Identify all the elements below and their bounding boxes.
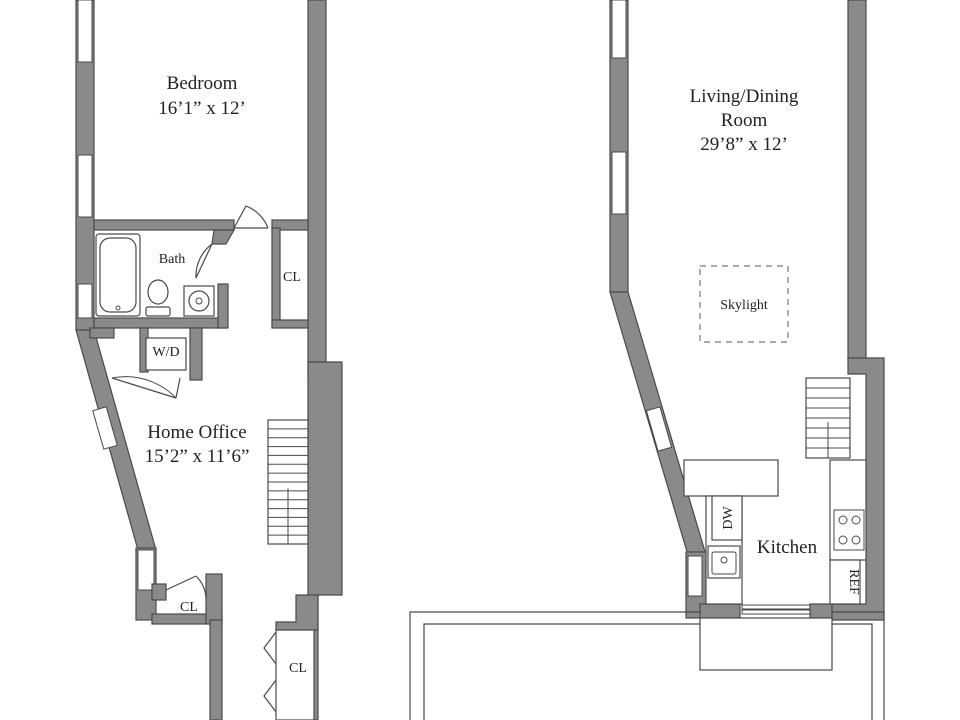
kitchen-sink bbox=[707, 545, 741, 579]
left-unit bbox=[75, 0, 343, 720]
terrace-step bbox=[699, 617, 833, 671]
left-stairs bbox=[267, 419, 309, 545]
living-dining-name-1: Living/Dining bbox=[690, 86, 799, 107]
lower-left-closet-right-wall bbox=[205, 573, 223, 625]
bedroom-door-swing bbox=[233, 205, 269, 229]
right-closet-left-wall bbox=[271, 227, 281, 327]
lower-left-closet-top-wall bbox=[151, 583, 167, 601]
wd-door-swing bbox=[111, 377, 181, 399]
bedroom-window-1 bbox=[77, 0, 93, 63]
bath-name: Bath bbox=[159, 252, 185, 267]
bath-door-jamb bbox=[211, 229, 236, 245]
office-window-lower bbox=[137, 549, 155, 591]
lower-right-closet-bifold-doors bbox=[263, 631, 277, 713]
right-stairs bbox=[805, 377, 851, 459]
stove-burner-1-icon bbox=[838, 515, 848, 525]
kitchen-bottom-wall bbox=[699, 603, 741, 619]
wd-right-wall bbox=[189, 327, 203, 381]
sliding-door-track-2 bbox=[741, 609, 811, 615]
dishwasher-name: DW bbox=[721, 506, 736, 530]
bedroom-window-2 bbox=[77, 154, 93, 218]
stove-top bbox=[833, 509, 865, 551]
refrigerator bbox=[829, 559, 861, 605]
bathtub-drain-icon bbox=[115, 305, 121, 311]
sliding-door-track-1 bbox=[741, 604, 811, 610]
closet-lower-left-name: CL bbox=[180, 600, 198, 615]
skylight-outline bbox=[699, 265, 789, 343]
washer-dryer bbox=[145, 337, 187, 371]
stove-burner-3-icon bbox=[838, 535, 848, 545]
closet-right-name: CL bbox=[283, 270, 301, 285]
stove-burner-2-icon bbox=[851, 515, 861, 525]
stove bbox=[833, 509, 865, 551]
bath-door-swing bbox=[195, 243, 213, 279]
refrigerator-name: REF bbox=[846, 569, 861, 595]
dishwasher bbox=[711, 495, 743, 541]
living-window-slanted bbox=[645, 406, 673, 452]
toilet-bowl bbox=[147, 279, 169, 305]
bedroom-bottom-wall bbox=[93, 219, 235, 231]
closet-lower-right-name: CL bbox=[289, 661, 307, 676]
living-window-1 bbox=[611, 0, 627, 59]
bath-window bbox=[77, 283, 93, 319]
lower-left-closet-door-swing bbox=[165, 575, 207, 599]
wd-door-arc bbox=[111, 376, 177, 399]
bedroom-size: 16’1” x 12’ bbox=[158, 98, 246, 119]
bathtub-basin bbox=[99, 237, 137, 313]
kitchen-name: Kitchen bbox=[757, 537, 818, 558]
bath-right-wall bbox=[217, 283, 229, 329]
toilet-tank bbox=[145, 306, 171, 317]
kitchen-sink-basin bbox=[711, 551, 737, 575]
bath-sink-drain-icon bbox=[195, 297, 203, 305]
office-right-wall-notch bbox=[275, 594, 319, 631]
kitchen-bottom-wall-right bbox=[809, 603, 833, 619]
right-unit bbox=[409, 0, 885, 720]
living-dining-name-2: Room bbox=[721, 110, 768, 131]
skylight-name: Skylight bbox=[720, 298, 768, 313]
left-unit-right-wall-upper bbox=[307, 0, 327, 379]
kitchen-sink-drain-icon bbox=[720, 556, 728, 564]
terrace-outline-inner bbox=[423, 623, 873, 720]
right-unit-right-wall-upper bbox=[847, 0, 867, 361]
lower-left-exterior-wall bbox=[209, 619, 223, 720]
living-dining-size: 29’8” x 12’ bbox=[700, 134, 788, 155]
bedroom-name: Bedroom bbox=[167, 73, 238, 94]
kitchen-window bbox=[687, 555, 703, 597]
home-office-name: Home Office bbox=[147, 422, 246, 443]
office-window-upper bbox=[92, 406, 118, 450]
kitchen-island bbox=[683, 459, 779, 497]
home-office-size: 15’2” x 11’6” bbox=[145, 446, 250, 467]
terrace-outline-outer bbox=[409, 611, 885, 720]
living-window-2 bbox=[611, 151, 627, 215]
bedroom-bottom-wall-right bbox=[271, 219, 309, 231]
bath-bottom-wall bbox=[93, 317, 227, 329]
wd-name: W/D bbox=[152, 345, 179, 360]
bath-sink-icon bbox=[188, 290, 210, 312]
right-closet-bottom-wall bbox=[271, 319, 309, 329]
stove-burner-4-icon bbox=[851, 535, 861, 545]
office-top-wall-left bbox=[89, 327, 115, 339]
